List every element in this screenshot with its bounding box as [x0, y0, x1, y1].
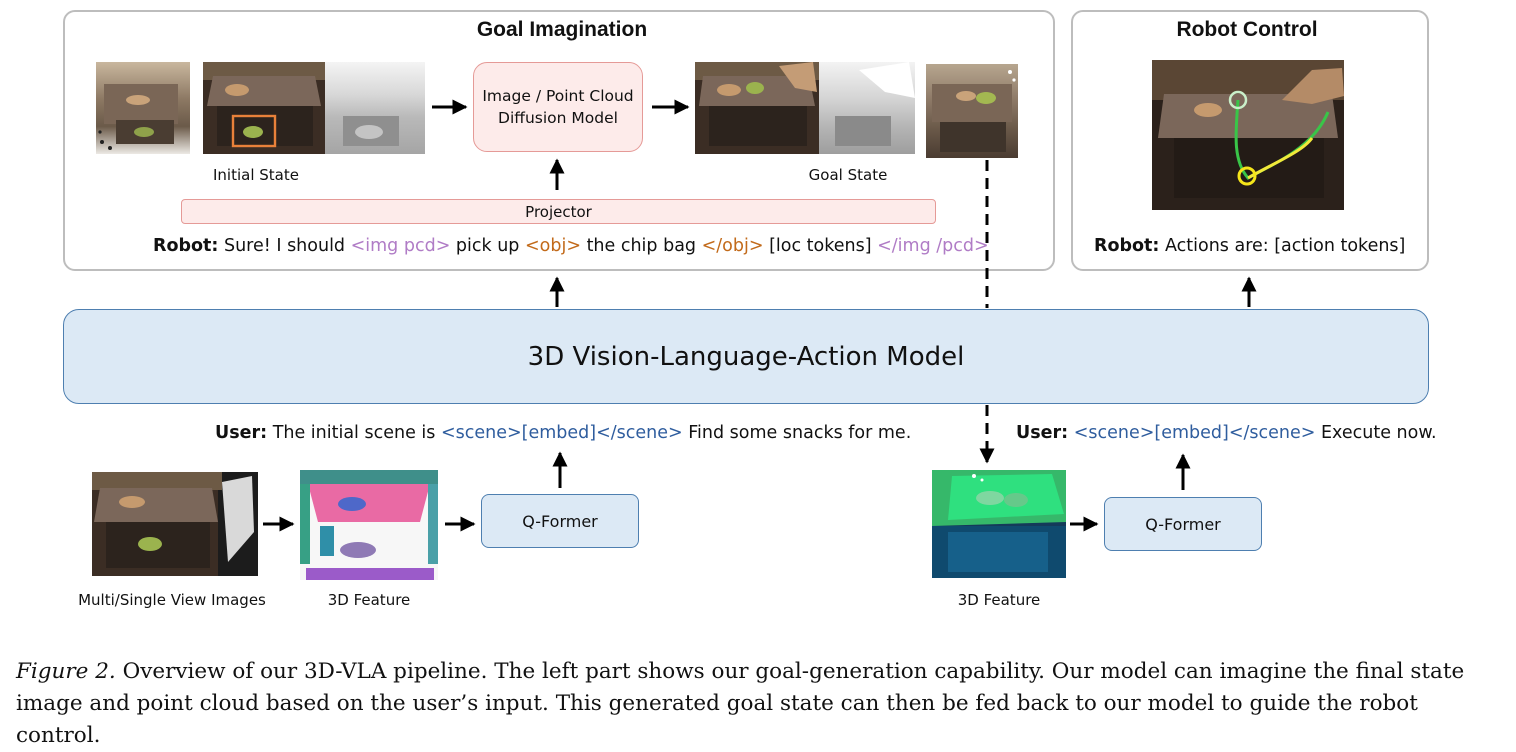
initial-state-label: Initial State	[213, 166, 299, 184]
user-left-text-1: The initial scene is	[267, 423, 441, 443]
q-former-box-right: Q-Former	[1104, 497, 1262, 551]
user-left-speaker: User:	[215, 423, 268, 443]
goal-point-cloud-image	[926, 64, 1018, 158]
user-left-utterance: User: The initial scene is <scene>[embed…	[215, 423, 911, 443]
initial-state-depth-image	[325, 62, 425, 154]
multi-view-images-label: Multi/Single View Images	[78, 591, 266, 609]
figure-caption-label: Figure 2.	[16, 659, 116, 684]
goal-robot-utterance: Robot: Sure! I should <img pcd> pick up …	[153, 236, 989, 256]
3d-feature-label-right: 3D Feature	[957, 591, 1041, 609]
user-left-scene-token: <scene>[embed]</scene>	[440, 423, 683, 443]
arrows-layer	[263, 99, 1257, 532]
initial-point-cloud-image	[96, 62, 190, 154]
diffusion-model-box: Image / Point Cloud Diffusion Model	[473, 62, 643, 152]
control-robot-speaker: Robot:	[1094, 236, 1160, 256]
projector-box: Projector	[181, 199, 936, 224]
img-pcd-open-token: <img pcd>	[350, 236, 451, 256]
obj-close-token: </obj>	[701, 236, 764, 256]
diffusion-model-line1: Image / Point Cloud	[482, 87, 634, 105]
goal-robot-text-4: [loc tokens]	[763, 236, 878, 256]
goal-state-rgb-image	[695, 62, 819, 154]
diffusion-model-line2: Diffusion Model	[498, 109, 618, 127]
multi-view-images	[92, 472, 258, 576]
3d-feature-label-left: 3D Feature	[327, 591, 411, 609]
3d-feature-image-left	[300, 470, 438, 580]
user-left-text-2: Find some snacks for me.	[682, 423, 912, 443]
obj-open-token: <obj>	[524, 236, 581, 256]
goal-state-label: Goal State	[808, 166, 888, 184]
goal-robot-speaker: Robot:	[153, 236, 219, 256]
initial-state-rgb-image	[203, 62, 325, 154]
robot-control-image	[1152, 60, 1344, 210]
goal-robot-text-2: pick up	[450, 236, 525, 256]
control-robot-text: Actions are: [action tokens]	[1159, 236, 1406, 256]
goal-robot-text-3: the chip bag	[581, 236, 702, 256]
3d-feature-image-right	[932, 470, 1066, 578]
user-right-utterance: User: <scene>[embed]</scene> Execute now…	[1016, 423, 1437, 443]
goal-robot-text-1: Sure! I should	[218, 236, 351, 256]
figure-caption: Figure 2. Overview of our 3D-VLA pipelin…	[16, 656, 1506, 752]
robot-control-title: Robot Control	[1176, 18, 1318, 41]
goal-imagination-title: Goal Imagination	[476, 18, 648, 41]
user-right-text-2: Execute now.	[1315, 423, 1437, 443]
goal-state-depth-image	[819, 62, 915, 154]
control-robot-utterance: Robot: Actions are: [action tokens]	[1094, 236, 1405, 256]
img-pcd-close-token: </img /pcd>	[877, 236, 989, 256]
q-former-box-left: Q-Former	[481, 494, 639, 548]
figure-caption-text: Overview of our 3D-VLA pipeline. The lef…	[16, 659, 1465, 748]
3d-vla-model-box: 3D Vision-Language-Action Model	[63, 309, 1429, 404]
user-right-scene-token: <scene>[embed]</scene>	[1073, 423, 1316, 443]
user-right-speaker: User:	[1016, 423, 1069, 443]
